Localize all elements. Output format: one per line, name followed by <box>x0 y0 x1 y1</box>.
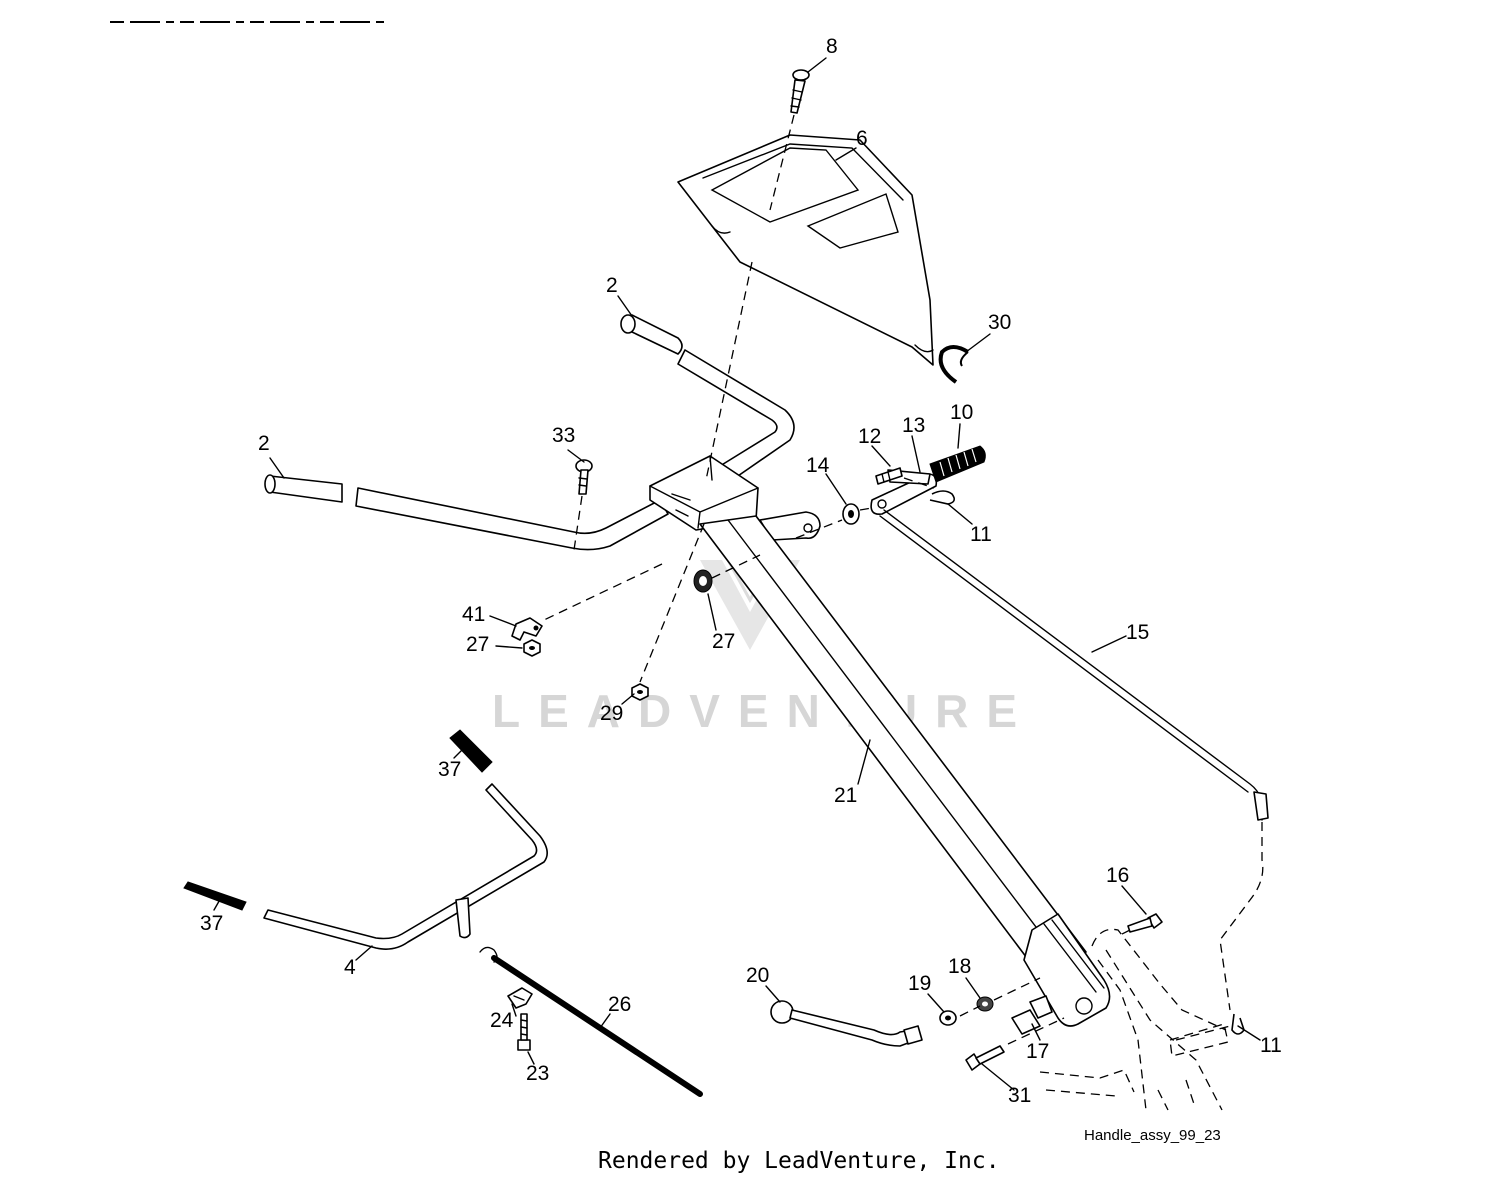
locknut-part-27 <box>693 569 713 593</box>
callout-11-upper: 11 <box>970 523 992 546</box>
diagram-caption: Handle_assy_99_23 <box>1084 1127 1221 1144</box>
callout-20: 20 <box>746 964 769 987</box>
callout-16: 16 <box>1106 864 1129 887</box>
callout-26: 26 <box>608 993 631 1016</box>
locknut-part-18 <box>976 996 994 1012</box>
cable-part-26 <box>479 946 703 1097</box>
watermark-text: LEADVENTURE <box>492 685 1035 737</box>
callout-4: 4 <box>344 956 356 979</box>
callout-30: 30 <box>988 311 1011 334</box>
callout-labels: 8 6 2 30 2 33 12 13 10 14 11 41 27 27 15… <box>200 35 1282 1107</box>
screw-part-12 <box>875 467 903 485</box>
grip-left-part-2 <box>264 474 343 503</box>
callout-29: 29 <box>600 702 623 725</box>
hairpin-lower-part-11 <box>1231 1013 1245 1035</box>
bolt-part-16 <box>1127 913 1163 933</box>
main-tube-part-21 <box>699 515 1111 1027</box>
clip-part-41 <box>511 617 543 641</box>
rendered-by-footer: Rendered by LeadVenture, Inc. <box>598 1148 1000 1174</box>
callout-8: 8 <box>826 35 838 58</box>
grip-knob-part-10 <box>929 445 986 483</box>
callout-24: 24 <box>490 1009 514 1032</box>
callout-14: 14 <box>806 454 830 477</box>
callout-21: 21 <box>834 784 857 807</box>
callout-15: 15 <box>1126 621 1149 644</box>
leader-lines <box>213 57 1261 1091</box>
spacer-part-17 <box>1011 995 1053 1035</box>
callout-19: 19 <box>908 972 931 995</box>
callout-2-left: 2 <box>258 432 270 455</box>
rod-part-15 <box>879 509 1269 821</box>
bushing-part-14 <box>842 503 860 525</box>
callout-33: 33 <box>552 424 575 447</box>
nut-left-part-27 <box>523 639 541 657</box>
lower-lever-part-4 <box>263 783 548 950</box>
callout-17: 17 <box>1026 1040 1049 1063</box>
callout-37-upper: 37 <box>438 758 461 781</box>
callout-27-left: 27 <box>466 633 489 656</box>
hairpin-upper-part-11 <box>929 490 956 505</box>
callout-27-center: 27 <box>712 630 735 653</box>
callout-13: 13 <box>902 414 925 437</box>
callout-10: 10 <box>950 401 973 424</box>
callout-37-left: 37 <box>200 912 223 935</box>
grip-upper-part-37 <box>449 729 493 773</box>
callout-31: 31 <box>1008 1084 1031 1107</box>
washer-part-19 <box>939 1010 957 1026</box>
callout-12: 12 <box>858 425 881 448</box>
carriage-bolt-part-33 <box>575 459 593 495</box>
bolt-part-23 <box>517 1013 531 1051</box>
callout-6: 6 <box>856 127 868 150</box>
pivot-bracket <box>759 511 821 541</box>
grip-left-part-37 <box>183 881 247 911</box>
retaining-ring-part-30 <box>938 345 970 384</box>
grip-upper-part-2 <box>620 314 683 355</box>
screw-part-8 <box>790 69 810 114</box>
callout-2-upper: 2 <box>606 274 618 297</box>
shift-lever-part-20 <box>770 1000 923 1047</box>
tiller-frame-phantom <box>1039 928 1229 1111</box>
callout-18: 18 <box>948 955 971 978</box>
callout-41: 41 <box>462 603 485 626</box>
callout-23: 23 <box>526 1062 549 1085</box>
clip-part-24 <box>507 987 533 1009</box>
callout-11-lower: 11 <box>1260 1034 1282 1057</box>
nut-part-29 <box>631 683 649 701</box>
bolt-part-31 <box>965 1045 1005 1071</box>
console-cover-part-6 <box>677 134 934 366</box>
